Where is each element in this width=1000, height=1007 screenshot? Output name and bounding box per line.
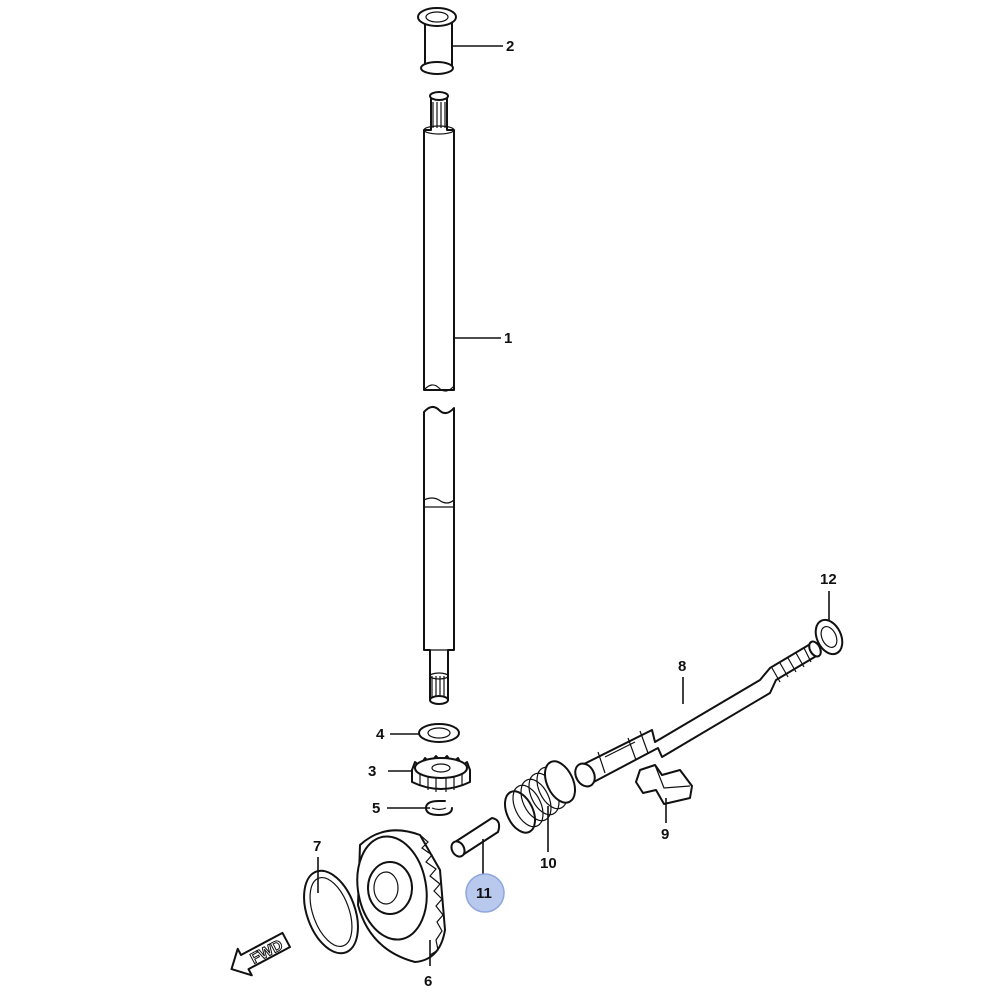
callout-11[interactable]: 11 [476,885,492,902]
callout-1[interactable]: 1 [504,330,512,347]
part-6-bevel-gear[interactable] [349,829,446,963]
part-12-thrust-washer[interactable] [811,616,848,659]
callout-7[interactable]: 7 [313,838,321,855]
part-10-spring[interactable] [499,757,581,838]
callout-12[interactable]: 12 [820,571,837,588]
fwd-arrow-icon: FWD [230,931,292,977]
part-5-circlip[interactable] [425,800,453,816]
callout-9[interactable]: 9 [661,826,669,843]
part-2-bushing[interactable] [417,7,457,75]
part-9-shift-slider[interactable] [635,764,693,805]
callout-5[interactable]: 5 [372,800,380,817]
selected-callout-highlight [465,873,505,913]
part-1-drive-shaft[interactable] [423,91,455,705]
callout-6[interactable]: 6 [424,973,432,990]
part-3-pinion-gear[interactable] [411,755,471,792]
part-4-washer[interactable] [418,723,460,743]
callout-labels: 1 2 3 4 5 6 7 8 9 10 11 12 [313,38,837,990]
callout-8[interactable]: 8 [678,658,686,675]
leader-lines [317,45,830,966]
callout-10[interactable]: 10 [540,855,557,872]
callout-3[interactable]: 3 [368,763,376,780]
callout-2[interactable]: 2 [506,38,514,55]
callout-4[interactable]: 4 [376,726,385,743]
part-8-propeller-shaft[interactable] [571,640,823,790]
part-11-pin[interactable] [449,817,501,859]
